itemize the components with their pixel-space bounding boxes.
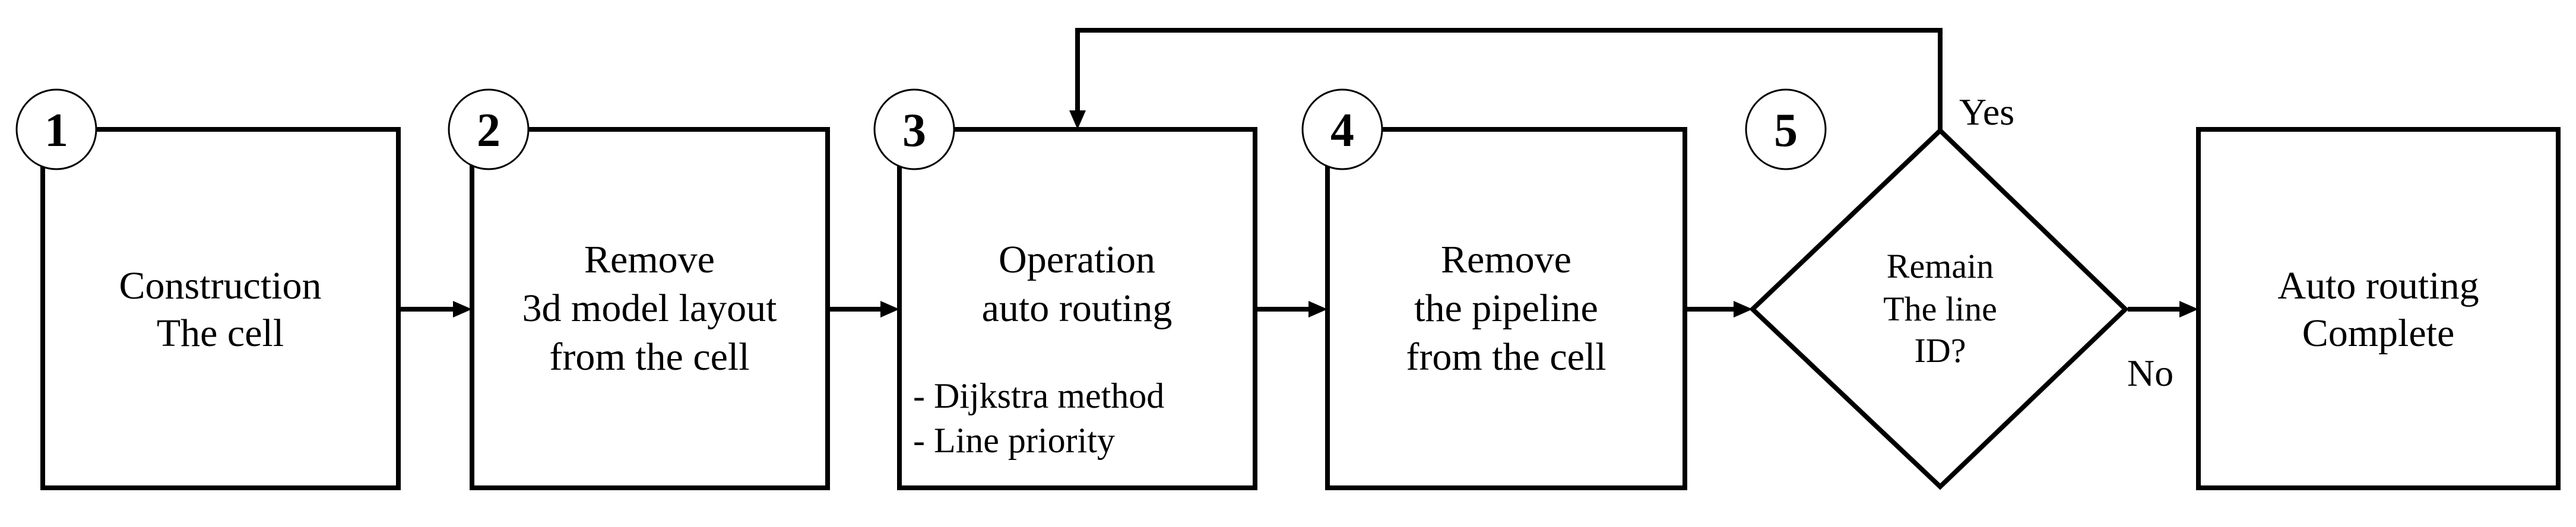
yes-label: Yes	[1959, 91, 2014, 133]
step-4-label-line1: Remove	[1441, 238, 1571, 281]
step-2-label-line3: from the cell	[549, 335, 749, 379]
connector-step4-decision	[1687, 301, 1753, 318]
step-4-box	[1325, 127, 1687, 490]
arrowhead-icon	[453, 301, 472, 318]
decision-diamond	[1749, 127, 2129, 490]
connector-step1-step2	[401, 301, 472, 318]
step-5-badge: 5	[1745, 88, 1827, 170]
no-label: No	[2127, 352, 2173, 394]
arrowhead-icon	[2179, 301, 2198, 318]
decision-label-line2: The line	[1883, 290, 1997, 328]
node-step-3: Operation auto routing - Dijkstra method…	[897, 127, 1257, 490]
step-3-circle	[873, 88, 955, 170]
node-step-1: Construction The cell	[40, 127, 401, 490]
decision-label-line1: Remain	[1887, 247, 1994, 285]
feedback-arrowhead-icon	[1069, 110, 1086, 129]
step-3-detail-line1: - Dijkstra method	[913, 376, 1164, 415]
connector-step3-step4	[1257, 301, 1327, 318]
feedback-connector-yes	[1069, 28, 1943, 131]
node-step-5-decision: Remain The line ID?	[1749, 127, 2129, 490]
step-2-label-line1: Remove	[584, 238, 715, 281]
feedback-line	[1075, 28, 1943, 131]
terminal-label-line2: Complete	[2302, 312, 2455, 355]
step-3-detail-line2: - Line priority	[913, 421, 1115, 460]
decision-label-line3: ID?	[1915, 331, 1966, 370]
terminal-box	[2196, 127, 2561, 490]
step-2-label-line2: 3d model layout	[522, 287, 777, 330]
step-5-circle	[1745, 88, 1827, 170]
step-3-box	[897, 127, 1257, 490]
step-1-badge: 1	[15, 88, 97, 170]
step-3-label-line2: auto routing	[982, 287, 1173, 330]
node-step-2: Remove 3d model layout from the cell	[470, 127, 830, 490]
connector-step2-step3	[830, 301, 899, 318]
step-3-number: 3	[902, 104, 926, 157]
step-1-label-line2: The cell	[157, 312, 284, 355]
step-5-number: 5	[1774, 104, 1798, 157]
step-4-badge: 4	[1301, 88, 1383, 170]
connector-decision-terminal	[2128, 301, 2198, 318]
step-4-label-line3: from the cell	[1406, 335, 1606, 379]
step-1-label-line1: Construction	[119, 264, 322, 307]
step-1-number: 1	[45, 104, 68, 157]
step-2-number: 2	[477, 104, 500, 157]
step-3-label-line1: Operation	[999, 238, 1155, 281]
step-2-box	[470, 127, 830, 490]
step-4-label-line2: the pipeline	[1414, 287, 1598, 330]
terminal-label-line1: Auto routing	[2277, 264, 2479, 307]
step-1-circle	[15, 88, 97, 170]
step-4-number: 4	[1330, 104, 1354, 157]
node-terminal: Auto routing Complete	[2196, 127, 2561, 490]
node-step-4: Remove the pipeline from the cell	[1325, 127, 1687, 490]
step-3-badge: 3	[873, 88, 955, 170]
step-2-badge: 2	[448, 88, 530, 170]
step-2-circle	[448, 88, 530, 170]
step-1-box	[40, 127, 401, 490]
arrowhead-icon	[1734, 301, 1753, 318]
step-4-circle	[1301, 88, 1383, 170]
arrowhead-icon	[1308, 301, 1327, 318]
arrowhead-icon	[880, 301, 899, 318]
